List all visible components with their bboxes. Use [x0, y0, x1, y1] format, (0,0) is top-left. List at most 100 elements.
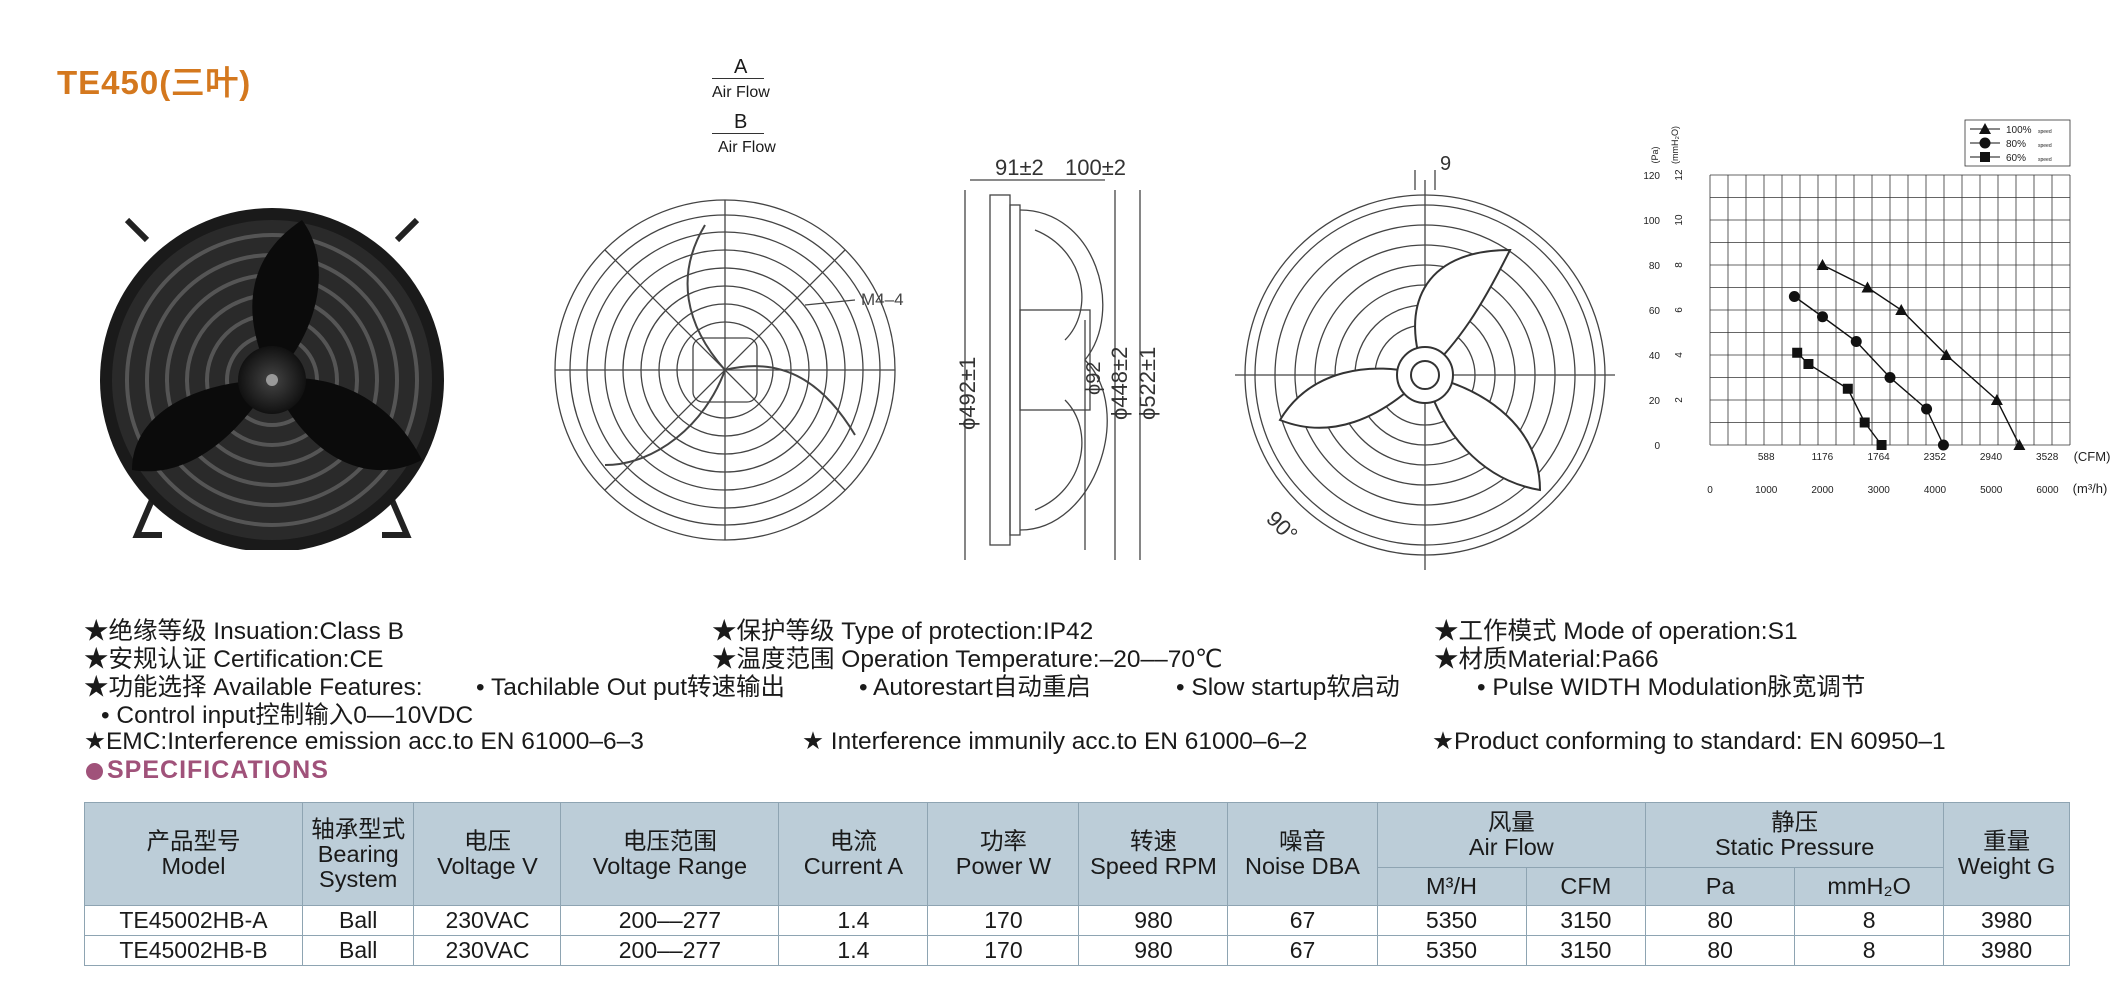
dim-492: ϕ492±1 [955, 357, 980, 430]
x-tick-cfm: 2352 [1924, 452, 1947, 463]
legend-sub: speed [2038, 129, 2052, 135]
feature-slow-startup: • Slow startup软启动 [1176, 674, 1400, 701]
table-row: TE45002HB-A Ball 230VAC 200––277 1.4 170… [84, 905, 2070, 936]
data-point-0 [1990, 394, 2003, 405]
cell-current: 1.4 [778, 905, 929, 936]
x-tick-cfm: 2940 [1980, 452, 2003, 463]
cell-current: 1.4 [778, 935, 929, 966]
th-m3h: M³/H [1376, 867, 1527, 906]
cell-power: 170 [927, 935, 1080, 966]
feature-available-label: ★功能选择 Available Features: [84, 674, 423, 701]
feature-control-input: • Control input控制输入0––10VDC [101, 702, 474, 729]
series-line-0 [1822, 264, 2021, 446]
dim-9: 9 [1440, 153, 1451, 175]
feature-immunity: ★ Interference immunily acc.to EN 61000–… [802, 728, 1308, 755]
dim-92: ϕ92 [1083, 362, 1105, 395]
feature-standard: ★Product conforming to standard: EN 6095… [1432, 728, 1946, 755]
x-tick-m3h: 4000 [1924, 485, 1947, 496]
feature-tachilable: • Tachilable Out put转速输出 [476, 674, 786, 701]
feature-insulation: ★绝缘等级 Insuation:Class B [84, 618, 404, 645]
cell-voltage-range: 200––277 [560, 935, 780, 966]
legend-sub: speed [2038, 143, 2052, 149]
cell-noise: 67 [1227, 905, 1378, 936]
data-point-0 [1861, 281, 1874, 293]
legend-sub: speed [2038, 157, 2052, 163]
cell-cfm: 3150 [1525, 935, 1647, 966]
feature-temperature: ★温度范围 Operation Temperature:–20––70℃ [712, 646, 1223, 673]
airflow-b-caption: Air Flow [718, 139, 776, 156]
x-tick-m3h: 6000 [2036, 485, 2059, 496]
feature-autorestart: • Autorestart自动重启 [859, 674, 1091, 701]
y-axis-label-mmh2o: (mmH₂O) [1670, 126, 1680, 164]
side-view-drawing: 91±2 100±2 ϕ492±1 ϕ92 ϕ448±2 ϕ522±1 [955, 155, 1160, 560]
cell-model: TE45002HB-B [84, 935, 303, 966]
table-row: TE45002HB-B Ball 230VAC 200––277 1.4 170… [84, 935, 2070, 966]
legend-label: 100% [2006, 125, 2032, 136]
cell-bearing: Ball [301, 905, 415, 936]
data-point-2 [1803, 359, 1814, 369]
y-tick-mmh2o: 6 [1674, 307, 1685, 313]
airflow-b-label: B [734, 111, 748, 133]
data-point-1 [1850, 336, 1862, 347]
cell-speed: 980 [1078, 935, 1229, 966]
th-cfm: CFM [1525, 867, 1647, 906]
data-point-2 [1842, 383, 1853, 394]
x-unit-m3h: (m³/h) [2073, 481, 2108, 496]
m4-label: M4–4 [861, 290, 904, 309]
feature-material: ★材质Material:Pa66 [1434, 646, 1659, 673]
rear-view-drawing: 9 90° [1235, 153, 1615, 570]
feature-certification: ★安规认证 Certification:CE [84, 646, 384, 673]
dim-522: ϕ522±1 [1135, 347, 1160, 420]
x-tick-m3h: 2000 [1811, 485, 1834, 496]
cell-pa: 80 [1645, 905, 1796, 936]
x-unit-cfm: (CFM) [2074, 449, 2110, 464]
cell-model: TE45002HB-A [84, 905, 303, 936]
y-tick-mmh2o: 10 [1674, 214, 1685, 226]
data-point-0 [1816, 259, 1829, 270]
y-tick-mmh2o: 2 [1674, 397, 1685, 403]
y-tick-pa: 20 [1649, 396, 1661, 407]
legend-marker [1979, 137, 1991, 149]
spec-bullet [86, 763, 103, 780]
legend-label: 80% [2006, 139, 2026, 150]
airflow-a-label: A [734, 56, 748, 78]
page-title: TE450(三叶) [57, 64, 252, 101]
data-point-2 [1859, 417, 1870, 428]
data-point-0 [2013, 439, 2026, 450]
cell-pa: 80 [1645, 935, 1796, 966]
data-point-1 [1921, 403, 1933, 415]
front-view-drawing: M4–4 [554, 199, 904, 541]
y-tick-mmh2o: 4 [1674, 352, 1685, 358]
data-point-0 [1940, 349, 1953, 360]
x-tick-m3h: 1000 [1755, 485, 1778, 496]
cell-m3h: 5350 [1376, 905, 1527, 936]
airflow-arrow-left [712, 133, 764, 134]
cell-speed: 980 [1078, 905, 1229, 936]
th-mmh2o: mmH₂O [1794, 867, 1945, 906]
th-pa: Pa [1645, 867, 1796, 906]
airflow-legend: A Air Flow B Air Flow [712, 56, 792, 156]
dim-91: 91±2 [995, 155, 1044, 180]
x-tick-cfm: 3528 [2036, 452, 2059, 463]
cell-mmh2o: 8 [1794, 905, 1945, 936]
airflow-a-caption: Air Flow [712, 84, 770, 101]
x-tick-cfm: 588 [1758, 452, 1775, 463]
cell-voltage-range: 200––277 [560, 905, 780, 936]
dim-100: 100±2 [1065, 155, 1126, 180]
airflow-arrow-right [712, 78, 764, 79]
data-point-1 [1788, 291, 1800, 302]
cell-weight: 3980 [1943, 905, 2070, 936]
y-tick-mmh2o: 8 [1674, 262, 1685, 268]
cell-weight: 3980 [1943, 935, 2070, 966]
